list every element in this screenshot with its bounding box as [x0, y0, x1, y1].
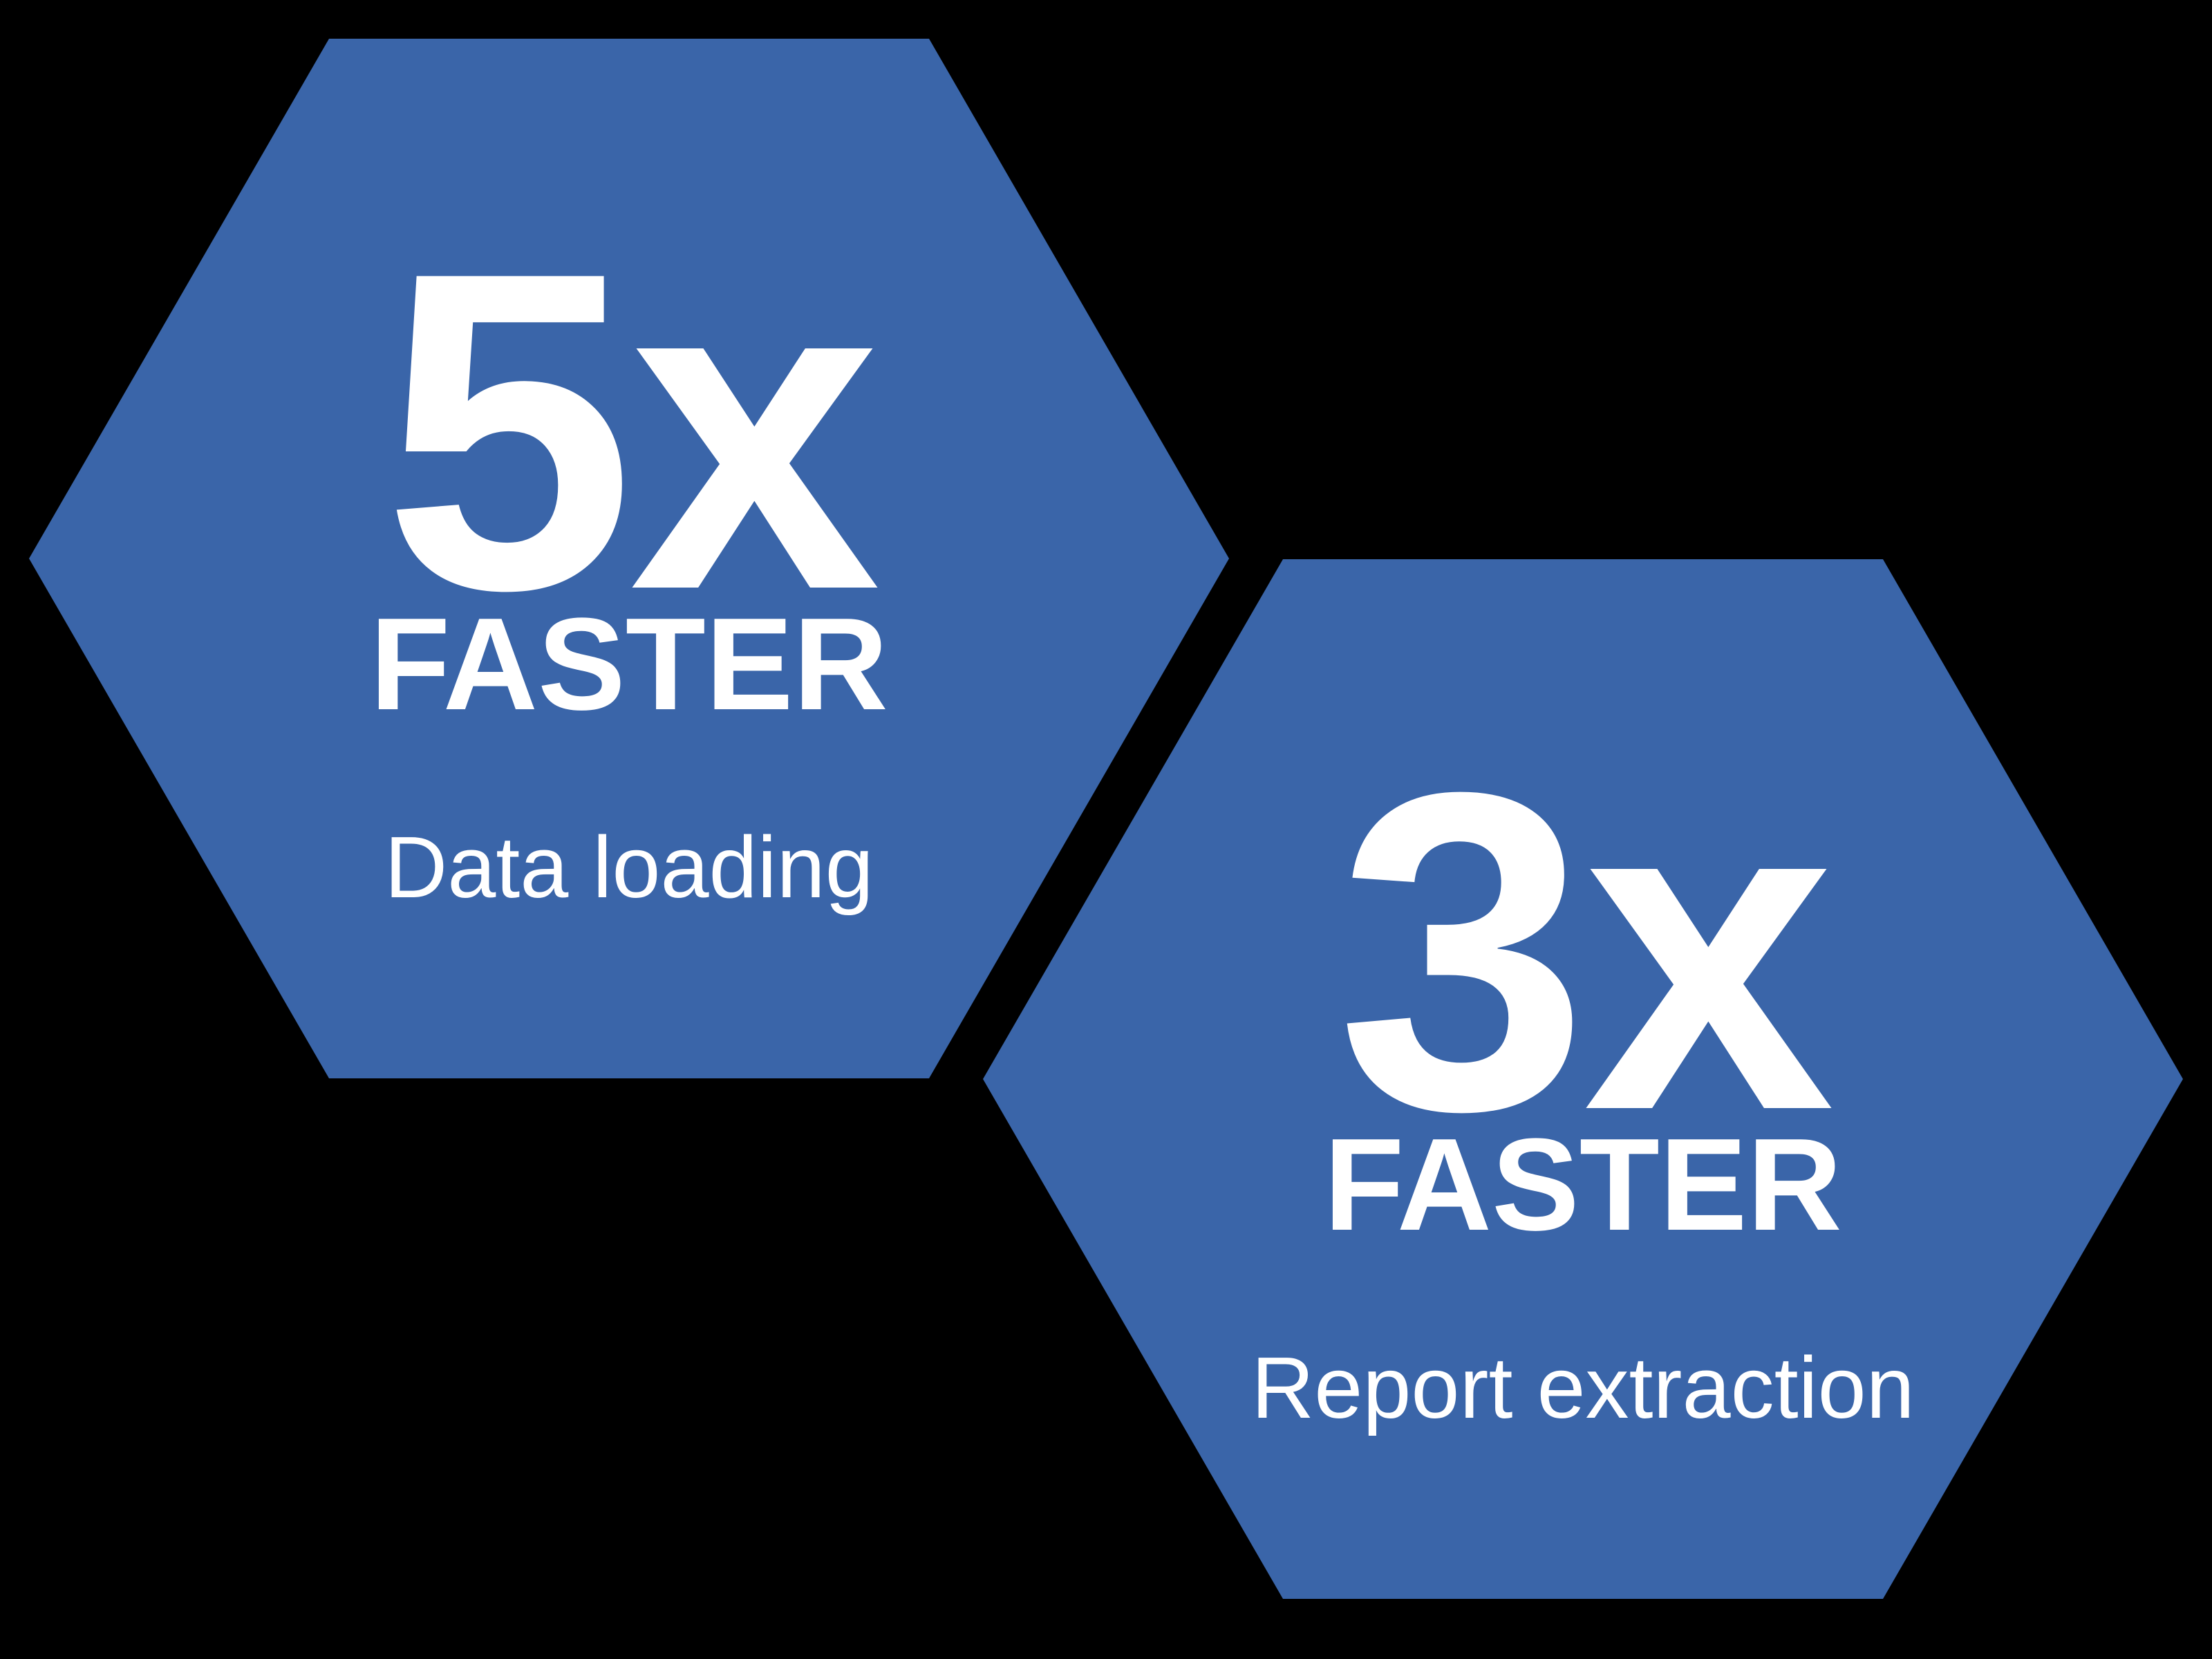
faster-label: FASTER: [1324, 1112, 1842, 1258]
metric-label: Report extraction: [1251, 1339, 1915, 1436]
faster-label: FASTER: [370, 591, 888, 738]
multiplier-value: 3x: [1336, 698, 1835, 1204]
hexagon-badge-data-loading: 5x FASTER Data loading: [29, 39, 1229, 1078]
hexagon-badge-report-extraction: 3x FASTER Report extraction: [983, 559, 2183, 1599]
multiplier-value: 5x: [382, 178, 881, 684]
metric-label: Data loading: [384, 818, 874, 916]
